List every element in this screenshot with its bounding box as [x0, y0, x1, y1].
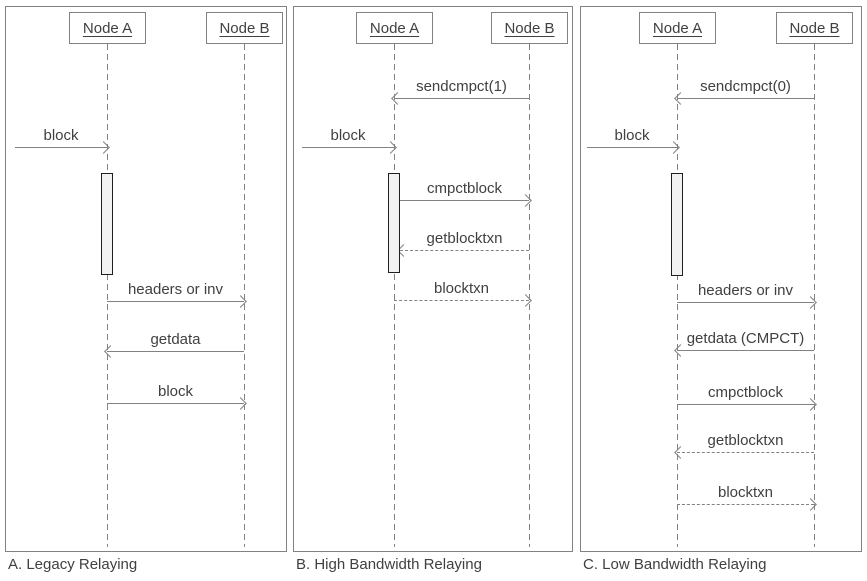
node-a-lifeline [107, 44, 108, 547]
panel-legacy-relaying: Node A Node B block headers or inv getda… [5, 6, 287, 552]
message-headers-or-inv: headers or inv [677, 279, 817, 309]
arrow-line [397, 244, 529, 257]
activation-bar [388, 173, 400, 273]
panel-high-bandwidth-relaying: Node A Node B sendcmpct(1) block cmpctbl… [293, 6, 573, 552]
arrow-line [674, 446, 814, 459]
arrow-line [677, 498, 817, 511]
message-label: getdata [150, 331, 201, 348]
node-a-lifeline [394, 44, 395, 547]
node-a-label: Node A [369, 19, 420, 37]
activation-bar [671, 173, 683, 276]
message-headers-or-inv: headers or inv [107, 278, 247, 308]
message-block-external: block [587, 124, 680, 154]
node-b-label: Node B [219, 19, 270, 37]
message-label: block [614, 127, 650, 144]
arrow-line [677, 398, 817, 411]
activation-bar [101, 173, 113, 275]
node-a-label: Node A [82, 19, 133, 37]
arrow-line [107, 397, 247, 410]
node-b-box: Node B [491, 12, 568, 44]
arrow-line [15, 141, 110, 154]
message-getdata: getdata [104, 328, 244, 358]
node-b-label: Node B [504, 19, 555, 37]
message-block-external: block [15, 124, 110, 154]
arrow-line [674, 92, 814, 105]
message-label: headers or inv [127, 281, 224, 298]
caption-high-bandwidth-relaying: B. High Bandwidth Relaying [296, 556, 482, 573]
arrow-line [394, 294, 532, 307]
node-b-box: Node B [206, 12, 283, 44]
node-b-box: Node B [776, 12, 853, 44]
message-label: block [330, 127, 366, 144]
arrow-line [587, 141, 680, 154]
message-label: block [43, 127, 79, 144]
node-a-lifeline [677, 44, 678, 547]
node-a-box: Node A [639, 12, 716, 44]
message-sendcmpct-0: sendcmpct(0) [674, 75, 814, 105]
message-sendcmpct-1: sendcmpct(1) [391, 75, 529, 105]
message-label: sendcmpct(1) [416, 78, 507, 95]
message-label: block [157, 383, 194, 400]
message-blocktxn: blocktxn [394, 277, 532, 307]
panel-low-bandwidth-relaying: Node A Node B sendcmpct(0) block headers… [580, 6, 862, 552]
caption-low-bandwidth-relaying: C. Low Bandwidth Relaying [583, 556, 767, 573]
message-label: blocktxn [717, 484, 774, 501]
caption-legacy-relaying: A. Legacy Relaying [8, 556, 138, 573]
message-label: getblocktxn [707, 432, 784, 449]
message-label: getblocktxn [426, 230, 503, 247]
message-blocktxn: blocktxn [677, 481, 817, 511]
node-a-label: Node A [652, 19, 703, 37]
arrow-line [107, 295, 247, 308]
arrow-line [302, 141, 397, 154]
node-a-box: Node A [356, 12, 433, 44]
message-label: cmpctblock [426, 180, 503, 197]
node-b-lifeline [814, 44, 815, 547]
message-label: cmpctblock [707, 384, 784, 401]
node-b-lifeline [529, 44, 530, 547]
node-b-label: Node B [789, 19, 840, 37]
message-label: getdata (CMPCT) [686, 330, 805, 347]
node-b-lifeline [244, 44, 245, 547]
message-getblocktxn: getblocktxn [674, 429, 814, 459]
arrow-line [677, 296, 817, 309]
message-getblocktxn: getblocktxn [397, 227, 529, 257]
arrow-line [674, 344, 814, 357]
message-getdata-cmpct: getdata (CMPCT) [674, 327, 814, 357]
arrow-line [104, 345, 244, 358]
message-label: sendcmpct(0) [700, 78, 791, 95]
message-cmpctblock: cmpctblock [677, 381, 817, 411]
message-block: block [107, 380, 247, 410]
message-cmpctblock: cmpctblock [400, 177, 532, 207]
arrow-line [391, 92, 529, 105]
message-block-external: block [302, 124, 397, 154]
node-a-box: Node A [69, 12, 146, 44]
arrow-line [400, 194, 532, 207]
message-label: headers or inv [697, 282, 794, 299]
message-label: blocktxn [433, 280, 490, 297]
